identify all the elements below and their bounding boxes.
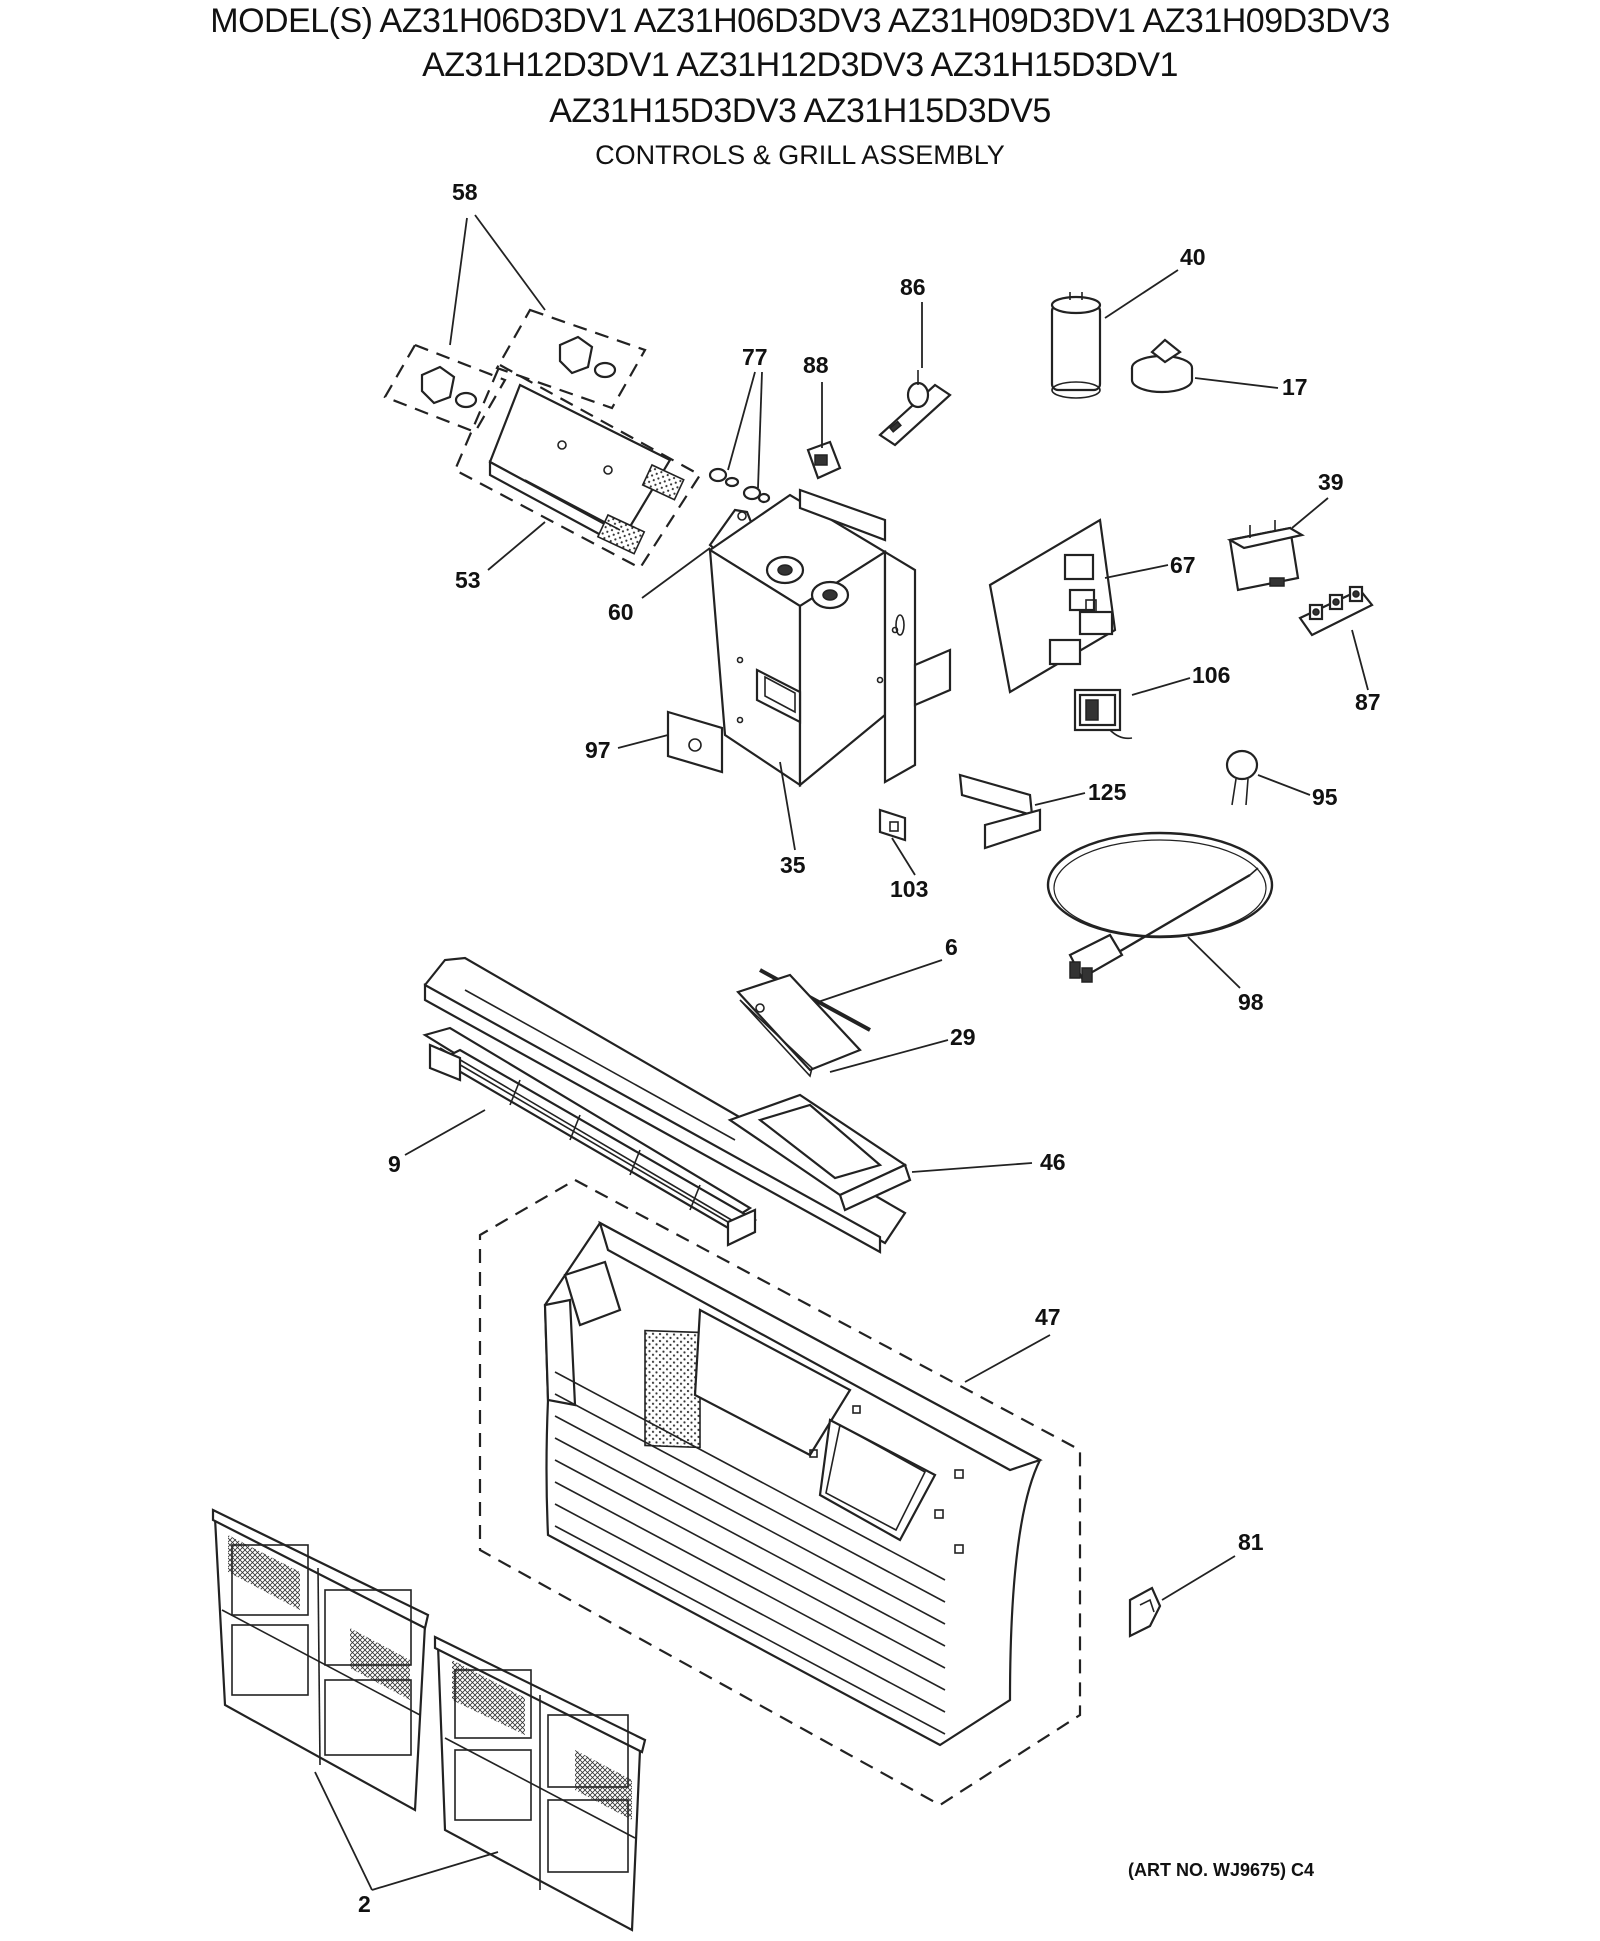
callout-9: 9 bbox=[388, 1151, 401, 1177]
part-125-bracket bbox=[958, 773, 1042, 850]
callout-125: 125 bbox=[1088, 779, 1127, 805]
callout-95: 95 bbox=[1312, 784, 1338, 810]
callout-67: 67 bbox=[1170, 552, 1196, 578]
part-97-cover-plate bbox=[666, 710, 724, 774]
callout-17: 17 bbox=[1282, 374, 1308, 400]
callout-40: 40 bbox=[1180, 244, 1206, 270]
part-46-control-panel-trim bbox=[423, 956, 912, 1254]
callout-46: 46 bbox=[1040, 1149, 1066, 1175]
callout-98: 98 bbox=[1238, 989, 1264, 1015]
models-line-3: AZ31H15D3DV3 AZ31H15D3DV5 bbox=[549, 92, 1051, 130]
callout-29: 29 bbox=[950, 1024, 976, 1050]
part-2-air-filter-right bbox=[433, 1635, 647, 1932]
callout-103: 103 bbox=[890, 876, 928, 902]
callout-106: 106 bbox=[1192, 662, 1230, 688]
callout-97: 97 bbox=[585, 737, 611, 763]
part-103-clip bbox=[878, 808, 907, 842]
part-40-capacitor bbox=[1050, 292, 1102, 399]
part-29-nameplate bbox=[736, 973, 862, 1078]
callout-labels: 58 77 88 86 40 17 53 60 39 67 87 106 97 … bbox=[358, 179, 1381, 1917]
callout-60: 60 bbox=[608, 599, 634, 625]
callout-35: 35 bbox=[780, 852, 806, 878]
art-number: (ART NO. WJ9675) C4 bbox=[1128, 1860, 1315, 1880]
callout-58: 58 bbox=[452, 179, 478, 205]
callout-53: 53 bbox=[455, 567, 481, 593]
callout-77: 77 bbox=[742, 344, 768, 370]
callout-47: 47 bbox=[1035, 1304, 1061, 1330]
part-2-air-filter-left bbox=[211, 1508, 430, 1812]
models-line-1: MODEL(S) AZ31H06D3DV1 AZ31H06D3DV3 AZ31H… bbox=[210, 2, 1390, 40]
leader-lines bbox=[314, 214, 1369, 1891]
part-106-transformer bbox=[1073, 688, 1133, 740]
callout-2: 2 bbox=[358, 1891, 371, 1917]
models-line-2: AZ31H12D3DV1 AZ31H12D3DV3 AZ31H15D3DV1 bbox=[422, 46, 1178, 84]
front-grille-louvers bbox=[554, 1371, 946, 1735]
section-title: CONTROLS & GRILL ASSEMBLY bbox=[595, 140, 1005, 170]
part-86-thermostat-bracket bbox=[878, 370, 952, 447]
part-81-clip bbox=[1128, 1586, 1162, 1638]
part-88-switch bbox=[806, 440, 842, 480]
part-17-capacitor-strap bbox=[1130, 338, 1194, 394]
part-47-front-cabinet bbox=[478, 1178, 1082, 1807]
part-77-hardware bbox=[708, 467, 771, 504]
callout-88: 88 bbox=[803, 352, 829, 378]
part-39-relay bbox=[1226, 520, 1305, 592]
part-58-knob-kits bbox=[383, 308, 647, 434]
callout-39: 39 bbox=[1318, 469, 1344, 495]
part-87-terminal-block bbox=[1298, 585, 1374, 637]
part-98-power-cord bbox=[1046, 831, 1274, 983]
part-9-louver-assembly bbox=[422, 1026, 758, 1247]
callout-87: 87 bbox=[1355, 689, 1381, 715]
part-95-sensor bbox=[1225, 749, 1259, 806]
part-35-control-box bbox=[707, 488, 952, 788]
callout-86: 86 bbox=[900, 274, 926, 300]
part-53-control-board bbox=[453, 363, 702, 570]
part-67-circuit-board bbox=[988, 518, 1117, 694]
callout-6: 6 bbox=[945, 934, 958, 960]
callout-81: 81 bbox=[1238, 1529, 1264, 1555]
